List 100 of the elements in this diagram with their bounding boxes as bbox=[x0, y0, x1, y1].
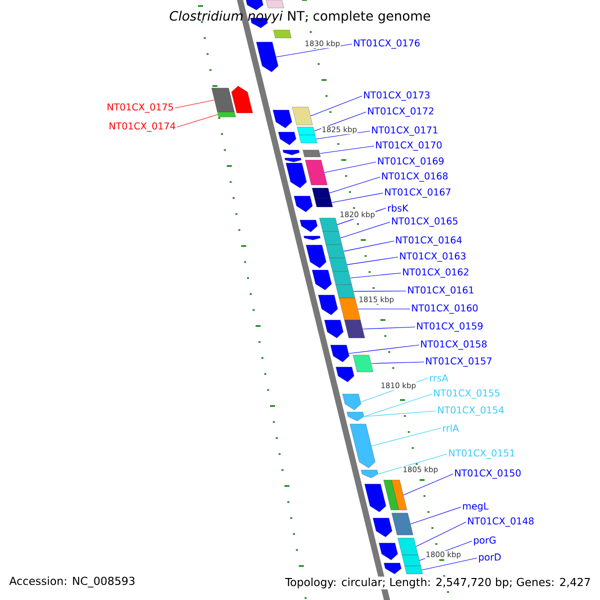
gene-block bbox=[294, 196, 313, 212]
gene-block bbox=[398, 538, 418, 556]
gene-label: NT01CX_0161 bbox=[408, 286, 474, 296]
leader-line bbox=[344, 240, 394, 252]
gene-block bbox=[346, 412, 364, 422]
gene-block bbox=[352, 354, 374, 372]
gene-block bbox=[318, 294, 338, 316]
leader-line bbox=[378, 454, 448, 474]
gene-label: rbsK bbox=[388, 204, 409, 212]
leader-line bbox=[314, 112, 366, 132]
gene-block bbox=[217, 112, 236, 118]
gene-label: NT01CX_0173 bbox=[364, 91, 430, 101]
leader-line bbox=[371, 362, 424, 364]
accession-text: Accession: NC_008593 bbox=[9, 576, 134, 588]
leader-line bbox=[329, 176, 380, 194]
gene-block bbox=[246, 0, 264, 10]
gene-block bbox=[336, 284, 356, 298]
gene-block bbox=[300, 220, 318, 232]
gene-label: NT01CX_0170 bbox=[376, 141, 442, 151]
gene-block bbox=[324, 320, 344, 338]
gene-block bbox=[314, 198, 333, 208]
gene-label: NT01CX_0154 bbox=[438, 406, 504, 416]
gene-block bbox=[338, 298, 360, 320]
leader-line bbox=[176, 114, 218, 128]
gene-block bbox=[372, 518, 392, 538]
gene-block bbox=[312, 188, 331, 198]
gene-label: NT01CX_0176 bbox=[354, 39, 420, 49]
leader-line bbox=[362, 326, 416, 330]
leader-line bbox=[346, 256, 398, 265]
leader-line bbox=[350, 272, 402, 278]
gene-label: NT01CX_0159 bbox=[417, 322, 483, 332]
gene-block bbox=[404, 566, 423, 574]
gene-label: NT01CX_0160 bbox=[412, 304, 478, 314]
leader-line bbox=[358, 308, 410, 310]
gene-label: NT01CX_0175 bbox=[108, 103, 173, 113]
title: Clostridium novyi NT, complete genome bbox=[170, 10, 430, 24]
gene-label: NT01CX_0157 bbox=[426, 357, 492, 367]
gene-label: NT01CX_0162 bbox=[403, 268, 468, 278]
gene-label: NT01CX_0163 bbox=[400, 252, 466, 262]
gene-block bbox=[256, 42, 278, 72]
gene-label: NT01CX_0171 bbox=[372, 126, 438, 136]
leader-line bbox=[371, 428, 442, 446]
gene-label: NT01CX_0150 bbox=[455, 469, 521, 479]
gene-label: NT01CX_0148 bbox=[468, 517, 534, 527]
leader-line bbox=[316, 130, 370, 140]
gene-block bbox=[212, 88, 234, 112]
gene-block bbox=[299, 134, 318, 144]
gene-block bbox=[292, 106, 313, 126]
leader-line bbox=[348, 344, 420, 354]
gene-block bbox=[332, 271, 352, 285]
gene-block bbox=[330, 344, 350, 362]
gene-label: rrlA bbox=[443, 424, 459, 432]
gene-block bbox=[384, 480, 399, 510]
gene-block bbox=[266, 0, 284, 8]
gene-block bbox=[364, 484, 386, 512]
leader-line bbox=[320, 146, 374, 154]
gene-block bbox=[342, 394, 362, 410]
leader-line bbox=[310, 96, 362, 116]
leader-line bbox=[340, 222, 390, 238]
gene-block bbox=[392, 512, 414, 536]
gene-label: NT01CX_0165 bbox=[392, 217, 458, 227]
gene-label: porG bbox=[474, 536, 496, 546]
leader-line bbox=[364, 394, 432, 417]
gene-block bbox=[312, 270, 332, 290]
gene-label: porD bbox=[479, 554, 501, 562]
gene-block bbox=[278, 132, 296, 146]
leader-line bbox=[416, 522, 466, 547]
gene-block bbox=[302, 150, 321, 158]
gene-block bbox=[361, 470, 378, 478]
gene-block bbox=[336, 366, 354, 382]
gene-block bbox=[329, 258, 349, 272]
gene-block bbox=[297, 126, 316, 136]
gene-block bbox=[322, 231, 342, 245]
genome-info-text: Topology: circular; Length: 2,547,720 bp; Genes: 2,427 bbox=[284, 576, 592, 590]
gene-block bbox=[272, 110, 292, 128]
gene-label: megL bbox=[463, 502, 489, 512]
gene-block bbox=[284, 158, 302, 162]
gene-label: NT01CX_0168 bbox=[382, 172, 448, 182]
gene-block bbox=[378, 542, 398, 560]
gene-label: NT01CX_0158 bbox=[421, 340, 487, 350]
gene-block bbox=[402, 554, 421, 566]
gene-block bbox=[305, 160, 328, 186]
gene-label: NT01CX_0151 bbox=[449, 449, 514, 459]
gene-block bbox=[319, 218, 339, 232]
leader-line bbox=[422, 558, 478, 570]
gene-label: NT01CX_0169 bbox=[378, 157, 444, 167]
leader-line bbox=[332, 192, 384, 203]
gene-block bbox=[304, 236, 320, 240]
gene-label: NT01CX_0155 bbox=[434, 389, 500, 399]
gene-block bbox=[231, 86, 253, 114]
gene-label: NT01CX_0172 bbox=[368, 107, 434, 117]
gene-label: rrsA bbox=[430, 374, 448, 382]
gene-label: NT01CX_0167 bbox=[385, 188, 450, 198]
leader-line bbox=[410, 506, 462, 524]
gene-block bbox=[306, 244, 326, 268]
gene-block bbox=[282, 150, 300, 156]
gene-label: NT01CX_0164 bbox=[396, 236, 462, 246]
leader-line bbox=[364, 410, 436, 417]
leader-line bbox=[174, 100, 215, 108]
gene-block bbox=[326, 244, 346, 258]
